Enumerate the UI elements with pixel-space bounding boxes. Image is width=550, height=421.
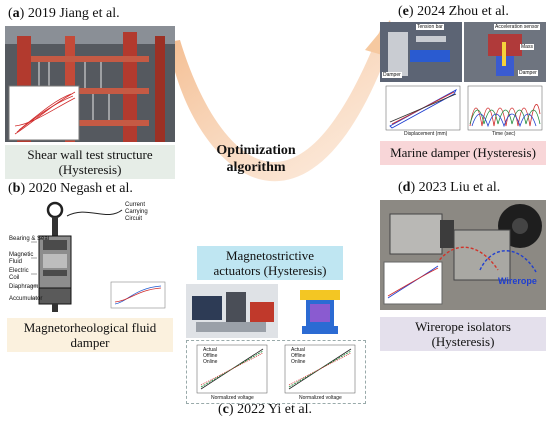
diaphragm-text: Diaphragm xyxy=(9,284,39,290)
panel-c-xlabel-right: Normalized voltage xyxy=(299,395,342,401)
wirerope-tag: Wirerope xyxy=(498,276,537,286)
panel-b-label: Magnetorheological fluid damper xyxy=(7,318,173,352)
panel-a-photo xyxy=(5,26,175,142)
panel-b-caption: (b) 2020 Negash et al. xyxy=(8,181,133,196)
panel-d-label: Wirerope isolators (Hysteresis) xyxy=(380,317,546,351)
mass-tag: Mass xyxy=(520,44,534,50)
center-title: Optimization algorithm xyxy=(216,143,296,175)
panel-e-photo-a: Tension bar Damper xyxy=(380,22,462,82)
panel-e-xlabel-left: Displacement (mm) xyxy=(404,131,448,137)
damper-tag-a: Damper xyxy=(382,72,402,78)
panel-a-label: Shear wall test structure (Hysteresis) xyxy=(5,145,175,179)
panel-c-caption: (c) 2022 Yi et al. xyxy=(218,402,312,417)
panel-e-caption: (e) 2024 Zhou et al. xyxy=(398,4,509,19)
electric-coil-text: Electric Coil xyxy=(9,268,29,281)
panel-c-xlabel: Normalized voltage xyxy=(211,395,254,401)
panel-c-label: Magnetostrictive actuators (Hysteresis) xyxy=(197,246,343,280)
damper-tag-b: Damper xyxy=(518,70,538,76)
panel-d-photo: Wirerope xyxy=(380,200,546,310)
panel-e-plots: Displacement (mm) Time (sec) xyxy=(380,84,546,138)
panel-c-photo-right xyxy=(280,284,364,338)
acceleration-sensor-tag: Acceleration sensor xyxy=(494,24,540,30)
panel-e-label: Marine damper (Hysteresis) xyxy=(380,141,546,165)
accumulator-text: Accumulator xyxy=(9,296,43,302)
panel-a-caption: (a) 2019 Jiang et al. xyxy=(8,6,120,21)
panel-e-xlabel-right: Time (sec) xyxy=(492,131,516,137)
panel-d-caption: (d) 2023 Liu et al. xyxy=(398,180,501,195)
magnetic-fluid-text: Magnetic Fluid xyxy=(9,252,34,265)
panel-e-photo-b: Acceleration sensor Mass Damper xyxy=(464,22,546,82)
bearing-seal-text: Bearing & Seal xyxy=(9,236,50,242)
tension-bar-tag: Tension bar xyxy=(416,24,444,30)
panel-c-photo-left xyxy=(186,284,278,338)
panel-b-drawing: Bearing & Seal Magnetic Fluid Electric C… xyxy=(7,200,173,313)
